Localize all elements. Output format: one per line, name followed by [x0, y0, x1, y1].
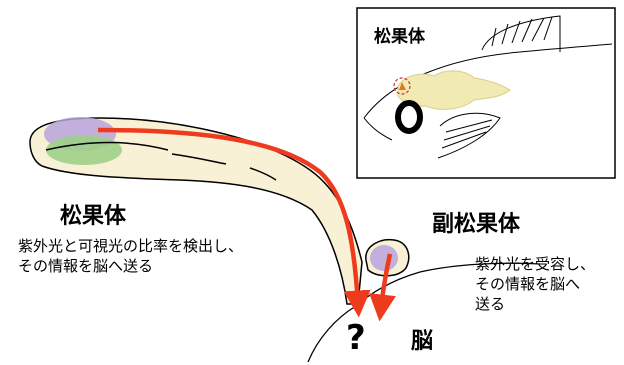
inset-fish-outline: [363, 43, 613, 119]
pineal-inner-line: [171, 153, 227, 165]
parapineal-uv-region: [370, 245, 398, 271]
pineal-organ: [29, 117, 363, 305]
inset-pineal-marker: [393, 77, 411, 95]
pineal-visible-region: [46, 135, 122, 165]
unknown-target-mark: ?: [346, 318, 366, 358]
pineal-label: 松果体: [60, 204, 127, 229]
pineal-inner-line: [45, 141, 169, 151]
pineal-signal-arrow: [97, 127, 371, 318]
parapineal-description: 紫外光を受容し、 その情報を脳へ 送る: [475, 255, 596, 313]
parapineal-label: 副松果体: [432, 212, 521, 237]
inset-fish-mouth: [363, 117, 393, 141]
inset-fish-head: [356, 7, 616, 179]
inset-brain: [397, 70, 511, 110]
inset-title: 松果体: [374, 27, 425, 47]
inset-pineal-dot: [399, 82, 406, 90]
parapineal-signal-arrow: [369, 253, 396, 322]
brain-surface-line: [307, 262, 541, 363]
pineal-description: 紫外光と可視光の比率を検出し、 その情報を脳へ送る: [18, 237, 244, 275]
inset-eye: [395, 100, 423, 134]
inset-dorsal-fin: [481, 15, 561, 52]
inset-pectoral-fin: [437, 112, 501, 159]
brain-label: 脳: [411, 329, 434, 354]
pineal-inner-line: [249, 167, 277, 181]
